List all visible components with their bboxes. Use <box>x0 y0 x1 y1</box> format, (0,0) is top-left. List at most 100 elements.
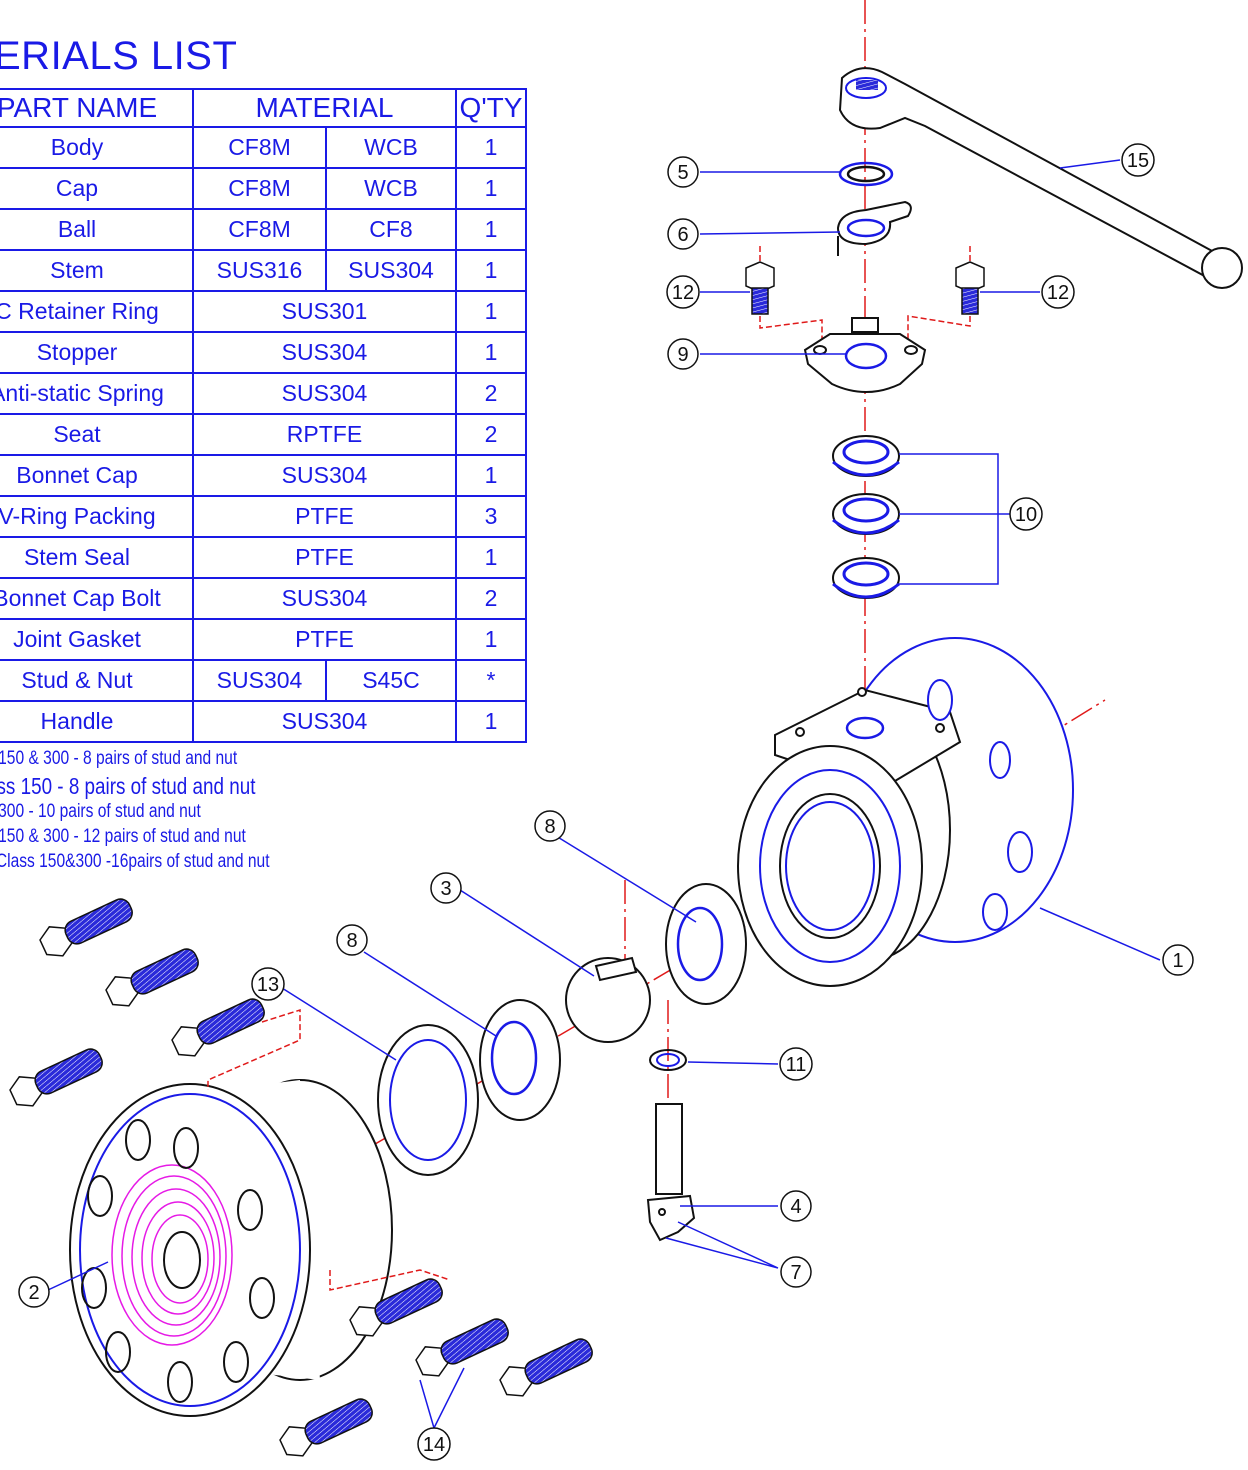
qty-cell: 1 <box>455 618 527 661</box>
table-row: Body CF8M WCB 1 <box>0 126 527 169</box>
qty-cell: 1 <box>455 454 527 497</box>
handle-part <box>838 67 1243 289</box>
callout-7: 7 <box>780 1256 812 1288</box>
svg-text:12: 12 <box>672 282 694 304</box>
part-name-cell: Bonnet Cap Bolt <box>0 577 194 620</box>
callout-bubbles: 1 2 3 4 5 6 7 8 8 9 10 11 12 12 13 14 15 <box>18 143 1194 1461</box>
svg-text:5: 5 <box>677 162 688 184</box>
qty-cell: 1 <box>455 208 527 251</box>
part-name-cell: Body <box>0 126 194 169</box>
material-alt-cell: S45C <box>325 659 457 702</box>
qty-cell: 1 <box>455 126 527 169</box>
stopper-part <box>836 200 912 256</box>
svg-text:14: 14 <box>423 1434 445 1456</box>
material-cell: SUS304 <box>192 577 457 620</box>
part-name-cell: Joint Gasket <box>0 618 194 661</box>
v-ring-packing <box>832 493 900 535</box>
material-alt-cell: WCB <box>325 167 457 210</box>
svg-text:7: 7 <box>790 1262 801 1284</box>
note-line: s 150 & 300 - 8 pairs of stud and nut <box>0 748 238 769</box>
part-name-cell: Seat <box>0 413 194 456</box>
material-cell: SUS304 <box>192 454 457 497</box>
svg-text:13: 13 <box>257 974 279 996</box>
qty-cell: 1 <box>455 167 527 210</box>
part-name-cell: Stem Seal <box>0 536 194 579</box>
callout-15: 15 <box>1121 143 1155 177</box>
callout-8: 8 <box>336 924 368 956</box>
bonnet-cap-part <box>803 317 927 393</box>
callout-11: 11 <box>779 1047 813 1081</box>
material-cell: SUS304 <box>192 331 457 374</box>
table-row: C Retainer Ring SUS301 1 <box>0 290 527 333</box>
callout-13: 13 <box>251 967 285 1001</box>
materials-table: PART NAME MATERIAL Q'TY Body CF8M WCB 1 … <box>0 88 527 743</box>
ball-part <box>565 956 651 1043</box>
retainer-ring-part <box>838 161 894 187</box>
qty-cell: 1 <box>455 331 527 374</box>
material-cell: CF8M <box>192 167 327 210</box>
material-cell: SUS301 <box>192 290 457 333</box>
svg-text:1: 1 <box>1172 950 1183 972</box>
qty-cell: 1 <box>455 249 527 292</box>
table-row: Cap CF8M WCB 1 <box>0 167 527 210</box>
table-row: Ball CF8M CF8 1 <box>0 208 527 251</box>
part-name-cell: Anti-static Spring <box>0 372 194 415</box>
stud-and-nut <box>39 898 133 957</box>
table-row: Handle SUS304 1 <box>0 700 527 743</box>
part-name-cell: Bonnet Cap <box>0 454 194 497</box>
joint-gasket-part <box>377 1024 479 1176</box>
material-cell: RPTFE <box>192 413 457 456</box>
table-row: V-Ring Packing PTFE 3 <box>0 495 527 538</box>
material-cell: SUS316 <box>192 249 327 292</box>
table-row: Bonnet Cap Bolt SUS304 2 <box>0 577 527 620</box>
callout-14: 14 <box>417 1427 451 1461</box>
svg-text:9: 9 <box>677 344 688 366</box>
callout-3: 3 <box>430 872 462 904</box>
svg-text:4: 4 <box>790 1196 801 1218</box>
stud-and-nut <box>171 998 265 1057</box>
part-name-cell: Stopper <box>0 331 194 374</box>
svg-text:15: 15 <box>1127 150 1149 172</box>
stud-and-nut <box>415 1318 509 1377</box>
material-alt-cell: WCB <box>325 126 457 169</box>
qty-cell: 2 <box>455 577 527 620</box>
svg-text:12: 12 <box>1047 282 1069 304</box>
qty-cell: * <box>455 659 527 702</box>
callout-1: 1 <box>1162 944 1194 976</box>
stem-seal-part <box>649 1049 687 1071</box>
material-cell: CF8M <box>192 126 327 169</box>
qty-cell: 1 <box>455 536 527 579</box>
table-header-row: PART NAME MATERIAL Q'TY <box>0 88 527 128</box>
note-line: s 300 - 10 pairs of stud and nut <box>0 801 201 822</box>
material-alt-cell: CF8 <box>325 208 457 251</box>
qty-cell: 2 <box>455 413 527 456</box>
stem-part <box>646 1103 696 1242</box>
table-row: Stem SUS316 SUS304 1 <box>0 249 527 292</box>
stud-and-nut <box>349 1278 443 1337</box>
svg-text:6: 6 <box>677 224 688 246</box>
stud-alignment-lines <box>207 1008 451 1291</box>
qty-cell: 2 <box>455 372 527 415</box>
callout-leaders <box>47 159 1161 1429</box>
v-ring-packing <box>832 435 900 477</box>
material-cell: SUS304 <box>192 659 327 702</box>
note-line: " Class 150&300 -16pairs of stud and nut <box>0 851 270 872</box>
end-cap-part <box>69 1079 393 1417</box>
part-name-cell: Stem <box>0 249 194 292</box>
stud-and-nut <box>279 1398 373 1457</box>
valve-body-part <box>737 637 1074 987</box>
svg-text:8: 8 <box>544 816 555 838</box>
svg-text:3: 3 <box>440 878 451 900</box>
table-row: Bonnet Cap SUS304 1 <box>0 454 527 497</box>
v-ring-packing <box>832 557 900 599</box>
table-row: Anti-static Spring SUS304 2 <box>0 372 527 415</box>
stud-notes: s 150 & 300 - 8 pairs of stud and nut as… <box>0 748 332 876</box>
callout-5: 5 <box>667 156 699 188</box>
callout-12: 12 <box>1041 275 1075 309</box>
header-material: MATERIAL <box>192 88 457 128</box>
table-row: Stem Seal PTFE 1 <box>0 536 527 579</box>
bonnet-cap-bolt-left <box>745 246 823 348</box>
svg-text:11: 11 <box>786 1054 807 1076</box>
stud-and-nut <box>9 1048 103 1107</box>
